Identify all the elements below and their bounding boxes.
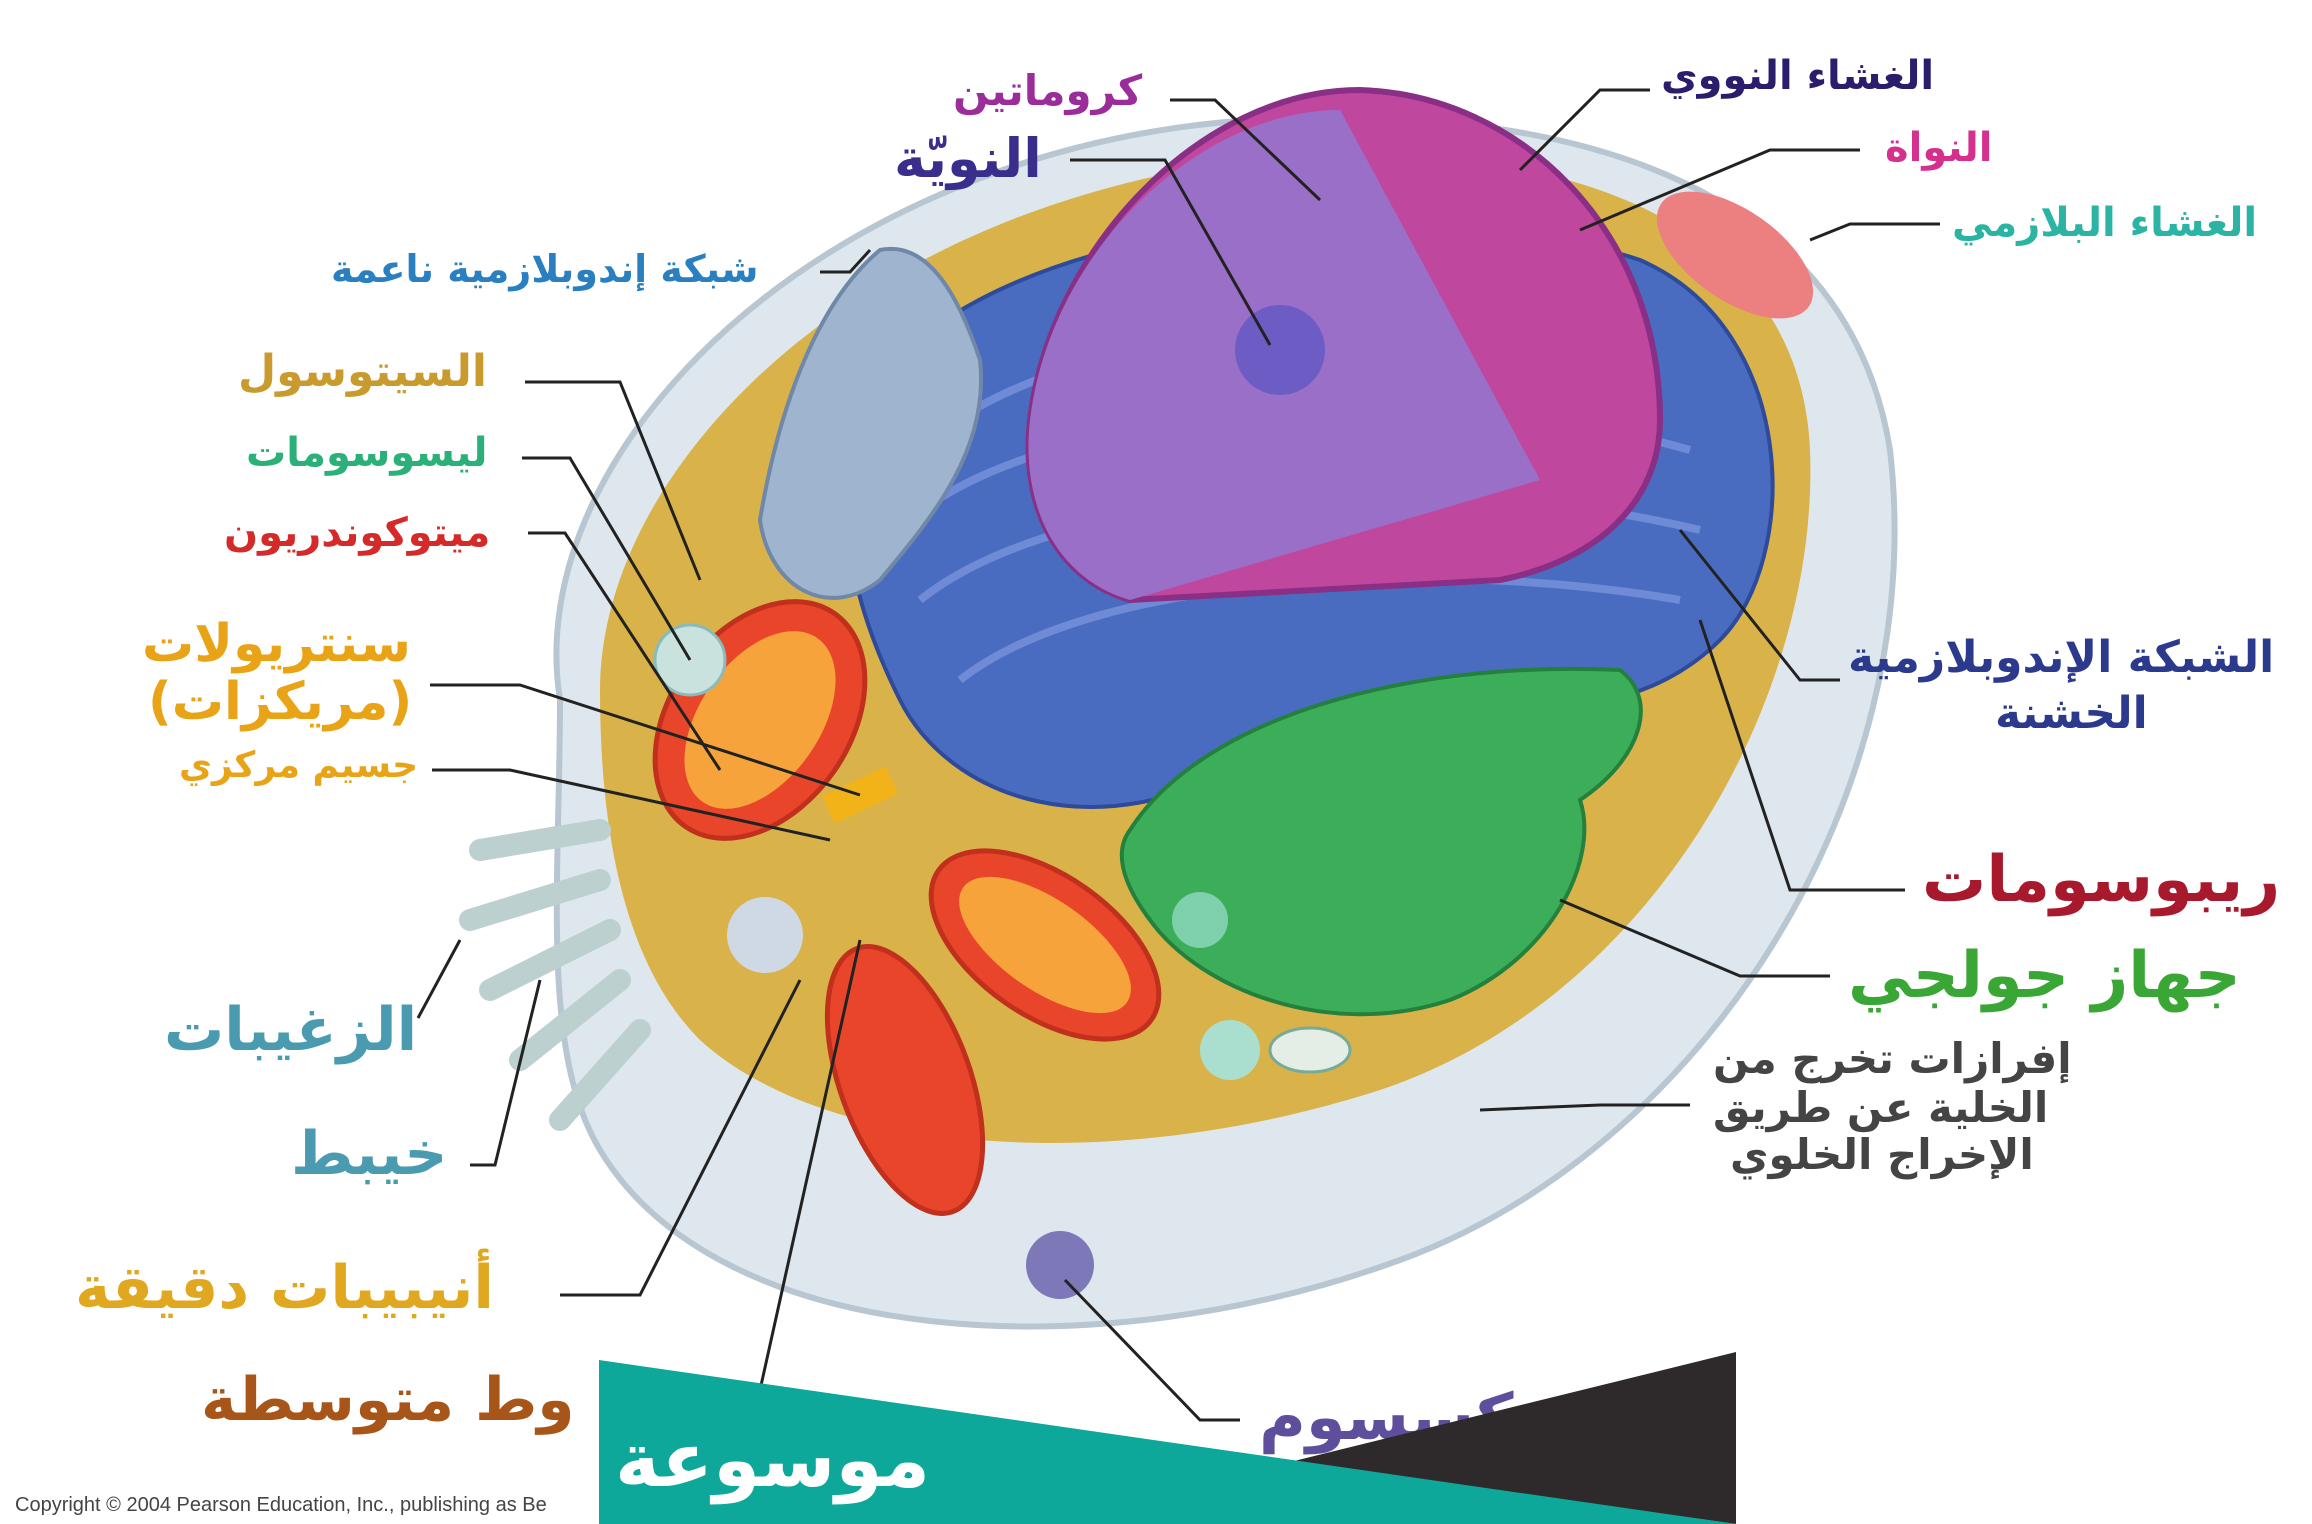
label-centrioles: سنتريولات [142,614,412,674]
label-peroxisome: كسسوم [1259,1381,1514,1455]
label-cytosol: السيتوسول [238,346,487,397]
label-microtubules: أنيبيبات دقيقة [75,1253,494,1323]
label-centrioles-alt: (مريكزات) [148,672,413,732]
copyright-text: Copyright © 2004 Pearson Education, Inc.… [15,1494,547,1516]
nucleolus [1235,305,1325,395]
peroxisome [1026,1231,1094,1299]
smooth-er [757,246,984,600]
vesicle [1200,1020,1260,1080]
label-centrosome: جسيم مركزي [179,745,419,786]
label-secretion-3: الإخراج الخلوي [1730,1130,2034,1179]
label-plasma-membrane: الغشاء البلازمي [1952,200,2258,246]
label-microvilli: الزغيبات [164,995,418,1065]
label-intermediate-filaments: وط متوسطة [201,1365,575,1435]
label-filament: خيبط [291,1119,448,1189]
label-chromatin: كروماتين [953,66,1143,115]
watermark-logo: موسوعة [615,1415,931,1504]
golgi-apparatus [1119,666,1643,1017]
label-nucleolus: النويّة [894,127,1042,190]
microvilli [459,819,651,1131]
secretory-vesicle [1268,1026,1352,1074]
label-secretion-1: إفرازات تخرج من [1713,1034,2072,1083]
label-lysosomes: ليسوسومات [246,430,488,476]
mitochondrion-2-cristae [959,876,1131,1014]
label-rough-er-2: الخشنة [1995,688,2148,739]
label-mitochondrion: ميتوكوندريون [224,510,491,556]
leader-lines [416,88,1940,1422]
label-secretion-2: الخلية عن طريق [1713,1083,2049,1132]
label-nuclear-envelope: الغشاء النووي [1661,53,1935,99]
label-nucleus: النواة [1885,125,1993,171]
label-smooth-er: شبكة إندوبلازمية ناعمة [331,247,759,291]
label-rough-er-1: الشبكة الإندوبلازمية [1848,632,2275,683]
label-ribosomes: ريبوسومات [1922,843,2281,917]
label-golgi: جهاز جولجي [1848,939,2241,1013]
vesicle [727,897,803,973]
vesicle [1172,892,1228,948]
mitochondrion-4 [1656,191,1814,319]
